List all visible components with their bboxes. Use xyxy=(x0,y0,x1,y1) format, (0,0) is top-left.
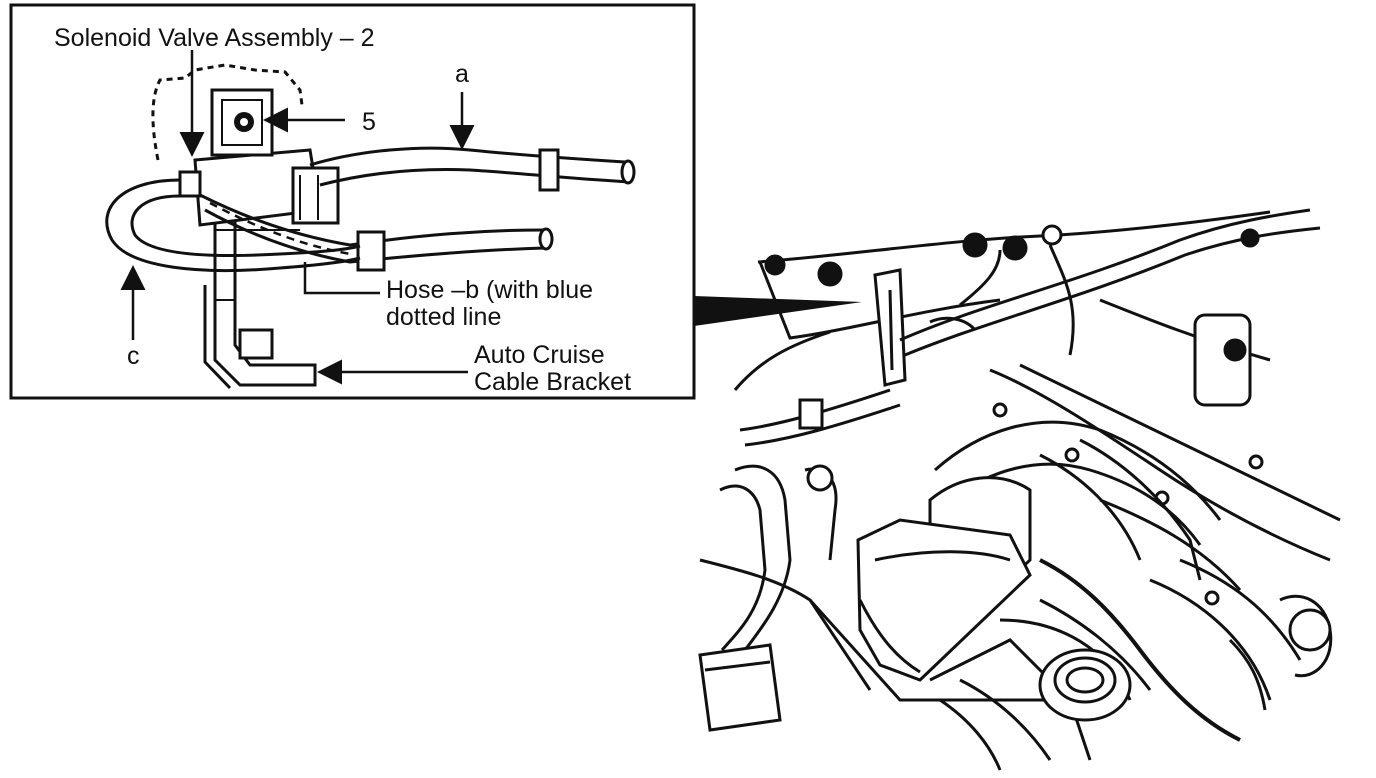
label-bracket-line1: Auto Cruise xyxy=(474,341,605,369)
dotted-outline xyxy=(151,63,304,161)
hose-a xyxy=(309,146,636,192)
leader-hose-b xyxy=(303,262,380,295)
solenoid-valve-body xyxy=(178,88,340,227)
inset-frame xyxy=(9,3,696,400)
hose-c xyxy=(105,178,361,273)
label-callout-a: a xyxy=(455,60,469,88)
label-solenoid-valve-assembly: Solenoid Valve Assembly – 2 xyxy=(54,24,375,52)
hose-b xyxy=(199,193,554,272)
detail-inset xyxy=(9,3,696,400)
label-bracket-line2: Cable Bracket xyxy=(474,368,632,396)
label-callout-5: 5 xyxy=(362,108,376,136)
label-hose-b-line1: Hose –b (with blue xyxy=(386,276,594,304)
label-hose-b-line2: dotted line xyxy=(386,303,502,331)
engine-bay xyxy=(698,208,1341,771)
oil-cap-outline xyxy=(1038,648,1132,722)
label-callout-c: c xyxy=(127,342,140,370)
